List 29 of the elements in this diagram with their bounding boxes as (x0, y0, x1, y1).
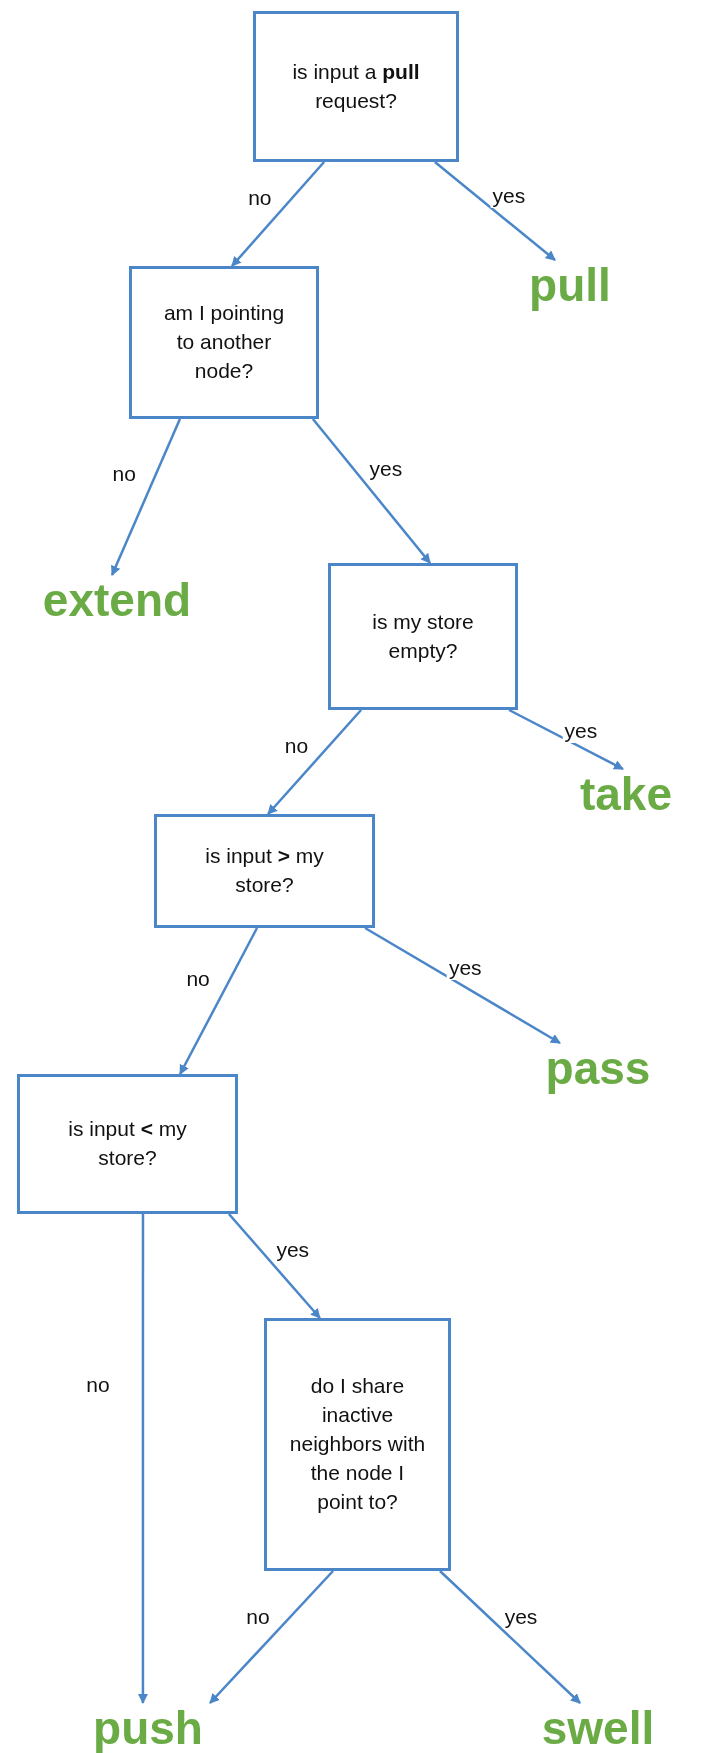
outcome-label: pass (545, 1043, 651, 1093)
decision-box (154, 814, 375, 928)
arrow (267, 709, 362, 815)
outcome-label: take (579, 769, 673, 819)
question-text: do I share inactive neighbors with the node I point to? (289, 1373, 426, 1515)
question-text: is input > my store? (204, 843, 325, 898)
question-text: am I pointing to another node? (162, 300, 286, 384)
arrow (179, 927, 259, 1075)
decision-box (129, 266, 319, 419)
outcome-label: pull (529, 260, 611, 310)
outcome-label: swell (541, 1703, 655, 1753)
arrow (231, 161, 325, 267)
arrow (439, 1570, 581, 1704)
arrow (137, 1214, 148, 1704)
decision-box (264, 1318, 451, 1571)
outcome-label: extend (42, 575, 192, 625)
decision-box (17, 1074, 238, 1214)
arrow (434, 161, 556, 261)
arrow (209, 1570, 334, 1704)
question-text: is input < my store? (67, 1116, 188, 1171)
arrow (110, 418, 182, 576)
decision-box (253, 11, 459, 162)
arrow (508, 708, 624, 771)
decision-box (328, 563, 518, 710)
question-text: is my store empty? (371, 608, 475, 664)
arrow (364, 926, 561, 1045)
arrow (311, 418, 431, 564)
arrow (228, 1213, 321, 1319)
question-text: is input a pull request? (291, 58, 421, 114)
